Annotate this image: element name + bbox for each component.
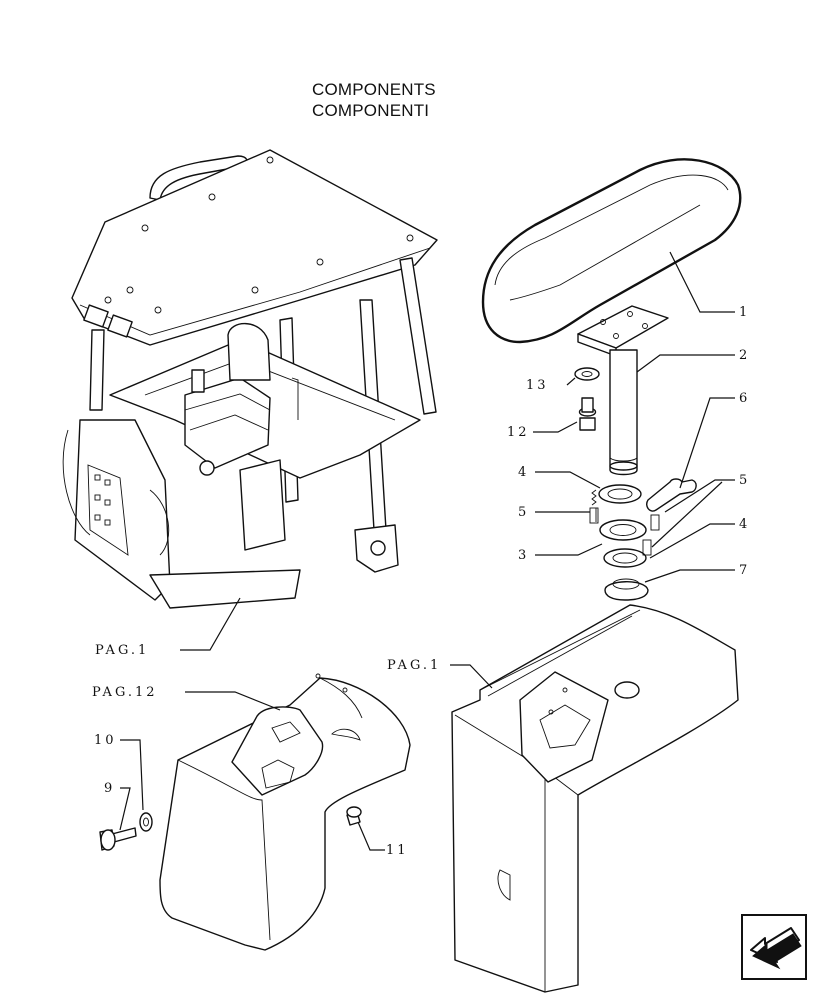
callout-6: 6 xyxy=(739,391,750,406)
callout-5-right: 5 xyxy=(739,473,750,488)
callout-2: 2 xyxy=(739,348,750,363)
callout-pag1-left: PAG.1 xyxy=(95,643,149,658)
callout-4-lower: 4 xyxy=(739,517,750,532)
callout-4-upper: 4 xyxy=(518,465,529,480)
leader-lines xyxy=(119,251,735,851)
cab-assembly xyxy=(62,149,438,609)
callout-pag12: PAG.12 xyxy=(92,685,158,700)
right-fender xyxy=(451,604,739,993)
armrest-assembly xyxy=(481,158,742,601)
callout-13: 13 xyxy=(526,378,549,393)
callout-3: 3 xyxy=(518,548,529,563)
callout-10: 10 xyxy=(94,733,117,748)
callout-11: 11 xyxy=(386,843,409,858)
arrow-down-left-icon xyxy=(750,927,802,970)
callout-pag1-right: PAG.1 xyxy=(387,658,441,673)
callout-7: 7 xyxy=(739,563,750,578)
previous-page-button[interactable] xyxy=(741,914,807,980)
callout-1: 1 xyxy=(739,305,750,320)
callout-9: 9 xyxy=(104,781,115,796)
left-fender xyxy=(159,673,411,951)
callout-labels: 1 2 3 4 4 5 5 6 7 9 10 11 12 13 PAG.1 PA… xyxy=(92,305,750,858)
callout-5-left: 5 xyxy=(518,505,529,520)
title-italian: COMPONENTI xyxy=(312,101,430,120)
callout-12: 12 xyxy=(507,425,530,440)
title-english: COMPONENTS xyxy=(312,80,436,99)
hardware-9-10-11 xyxy=(99,806,362,851)
